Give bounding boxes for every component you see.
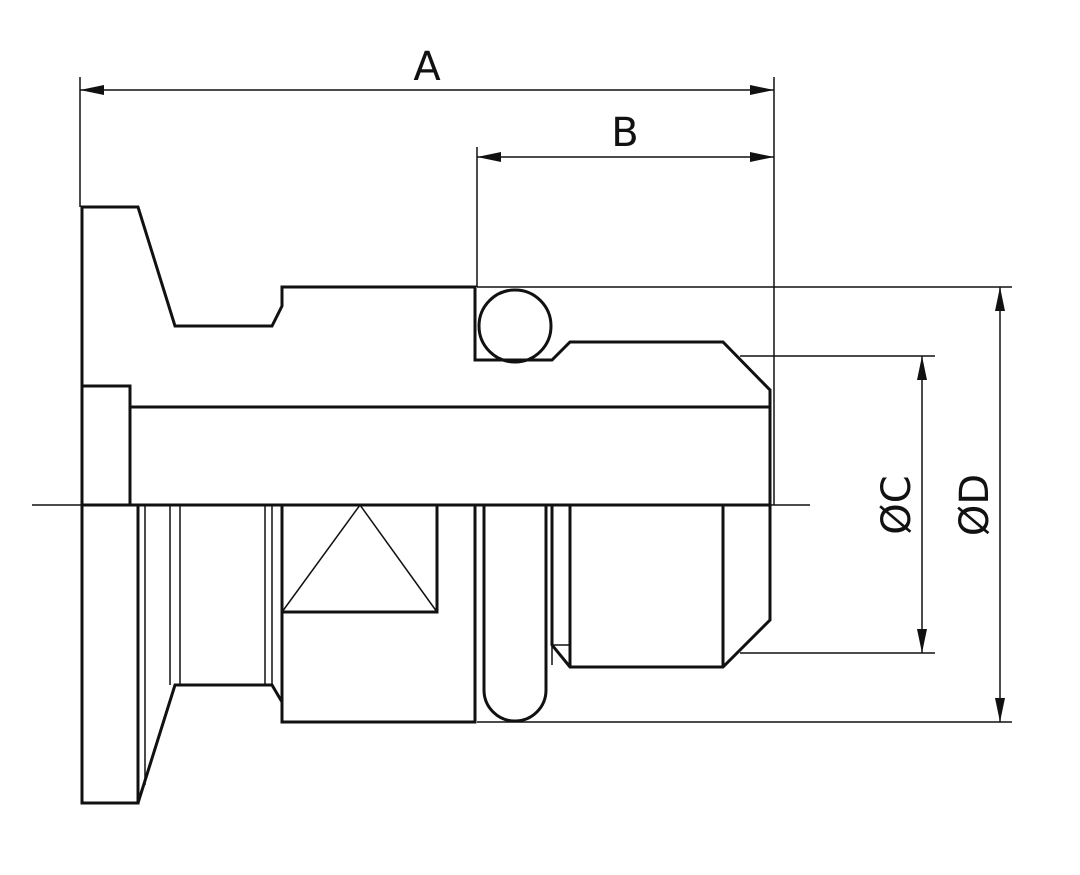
dimension-b-arrow-right bbox=[750, 152, 774, 162]
dimension-d-label: ØD bbox=[952, 474, 998, 536]
flange-face bbox=[80, 386, 132, 507]
dimension-b-label: B bbox=[611, 110, 638, 156]
dimension-c-arrow-bottom bbox=[917, 629, 927, 653]
dimension-a-label: A bbox=[413, 44, 441, 90]
section-view bbox=[80, 205, 772, 507]
exterior-view bbox=[80, 503, 772, 805]
dimension-c-arrow-top bbox=[917, 356, 927, 380]
dimension-b-arrow-left bbox=[477, 152, 501, 162]
dimension-c: ØC bbox=[740, 355, 935, 654]
dimension-c-label: ØC bbox=[874, 475, 920, 534]
dimension-b: B bbox=[476, 110, 774, 287]
flange-taper bbox=[136, 505, 284, 804]
body-section bbox=[80, 205, 772, 409]
hex-chamfer-triangle bbox=[281, 503, 438, 613]
bore bbox=[130, 405, 772, 507]
o-ring-groove bbox=[473, 287, 552, 362]
o-ring-section bbox=[477, 288, 553, 364]
spigot bbox=[550, 505, 772, 669]
dimension-a-arrow-right bbox=[750, 85, 774, 95]
flange bbox=[80, 505, 140, 805]
o-ring-exterior bbox=[482, 505, 548, 723]
dimension-d-arrow-top bbox=[995, 287, 1005, 311]
dimension-a: A bbox=[79, 44, 775, 505]
dimension-d: ØD bbox=[477, 286, 1012, 723]
dimension-a-arrow-left bbox=[80, 85, 104, 95]
hex-flat bbox=[280, 505, 439, 614]
dimension-d-arrow-bottom bbox=[995, 698, 1005, 722]
